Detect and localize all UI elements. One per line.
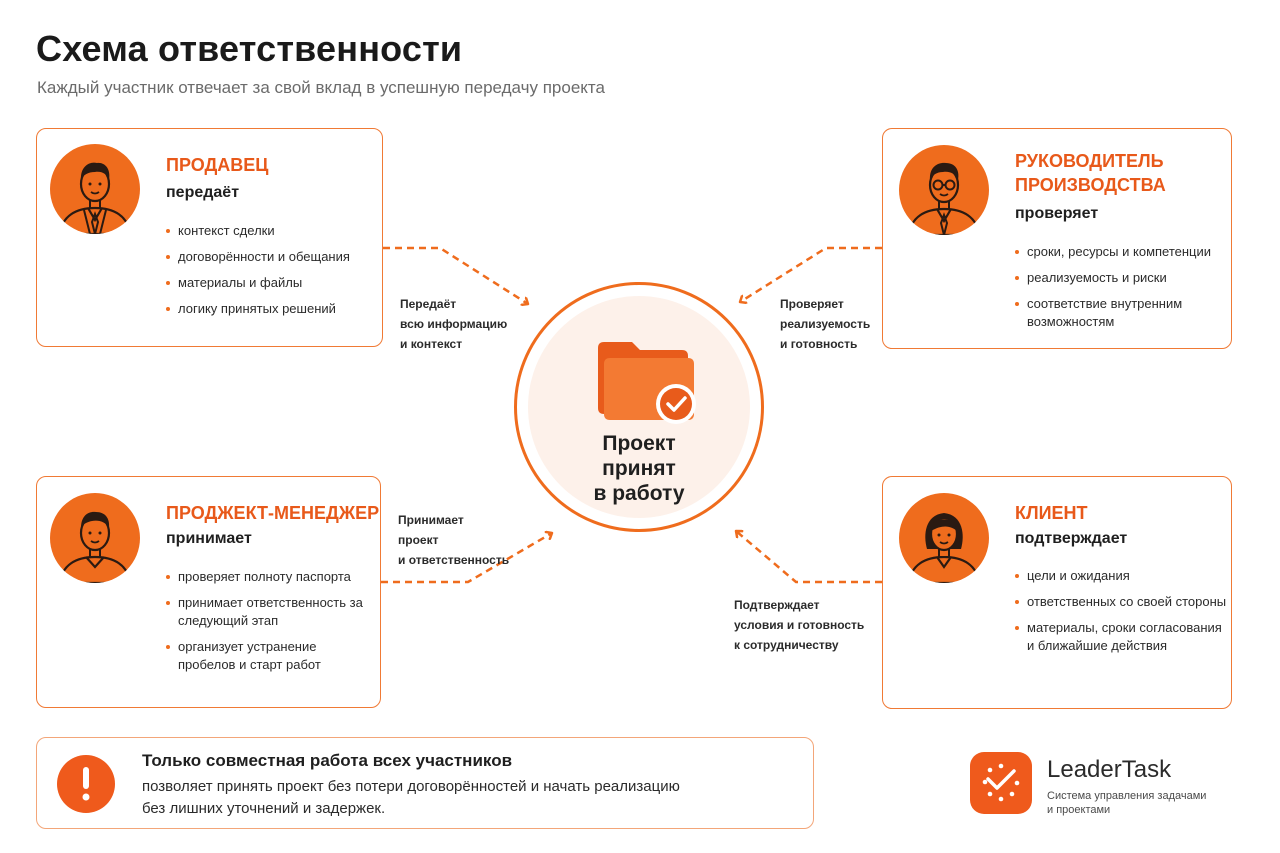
center-project-accepted: Проект принят в работу [514,282,764,532]
role-title-project-manager: ПРОДЖЕКТ-МЕНЕДЖЕР [166,503,380,523]
card-production-head: РУКОВОДИТЕЛЬ ПРОИЗВОДСТВА проверяет срок… [882,128,1232,349]
list-item: соответствие внутренним возможностям [1015,295,1225,331]
role-title-production-head-2: ПРОИЗВОДСТВА [1015,175,1166,195]
list-item: цели и ожидания [1015,567,1227,585]
list-item: материалы, сроки согласования и ближайши… [1015,619,1227,655]
note-body: позволяет принять проект без потери дого… [142,778,680,817]
list-item: проверяет полноту паспорта [166,568,366,586]
role-title-production-head-1: РУКОВОДИТЕЛЬ [1015,151,1164,171]
project-manager-duties-list: проверяет полноту паспорта принимает отв… [166,568,366,674]
arrow-label-project-manager: Принимает проект и ответственность [398,513,510,567]
page-subtitle: Каждый участник отвечает за свой вклад в… [37,78,605,97]
man-with-glasses-icon [899,145,989,235]
arrow-label-client: Подтверждает условия и готовность к сотр… [734,598,865,652]
client-duties-list: цели и ожидания ответственных со своей с… [1015,567,1227,655]
card-client: КЛИЕНТ подтверждает цели и ожидания отве… [882,476,1232,709]
man-in-shirt-icon [50,493,140,583]
folder-check-icon [598,342,696,424]
exclamation-icon [57,755,115,813]
role-verb-client: подтверждает [1015,530,1128,547]
list-item: реализуемость и риски [1015,269,1225,287]
leadertask-logo-icon [970,752,1032,814]
brand-tagline: Система управления задачами и проектами [1047,790,1207,816]
note-title: Только совместная работа всех участников [142,751,513,770]
role-title-client: КЛИЕНТ [1015,503,1088,523]
list-item: организует устранение пробелов и старт р… [166,638,366,674]
list-item: контекст сделки [166,222,371,240]
list-item: ответственных со своей стороны [1015,593,1227,611]
woman-icon [899,493,989,583]
card-project-manager: ПРОДЖЕКТ-МЕНЕДЖЕР принимает проверяет по… [36,476,381,708]
role-title-seller: ПРОДАВЕЦ [166,155,269,175]
list-item: сроки, ресурсы и компетенции [1015,243,1225,261]
center-caption: Проект принят в работу [593,432,685,505]
teamwork-note: Только совместная работа всех участников… [36,737,814,829]
arrow-label-seller: Передаёт всю информацию и контекст [400,297,508,351]
list-item: логику принятых решений [166,300,371,318]
arrow-client [736,531,882,584]
brand-name: LeaderTask [1047,756,1172,783]
role-verb-seller: передаёт [166,184,240,201]
list-item: принимает ответственность за следующий э… [166,594,366,630]
list-item: материалы и файлы [166,274,371,292]
role-verb-project-manager: принимает [166,530,252,547]
card-seller: ПРОДАВЕЦ передаёт контекст сделки догово… [36,128,383,347]
man-in-suit-icon [50,144,140,234]
seller-duties-list: контекст сделки договорённости и обещани… [166,222,371,318]
production-head-duties-list: сроки, ресурсы и компетенции реализуемос… [1015,243,1225,331]
list-item: договорённости и обещания [166,248,371,266]
page-title: Схема ответственности [36,28,463,69]
role-verb-production-head: проверяет [1015,205,1099,222]
arrow-label-production-head: Проверяет реализуемость и готовность [780,297,871,351]
